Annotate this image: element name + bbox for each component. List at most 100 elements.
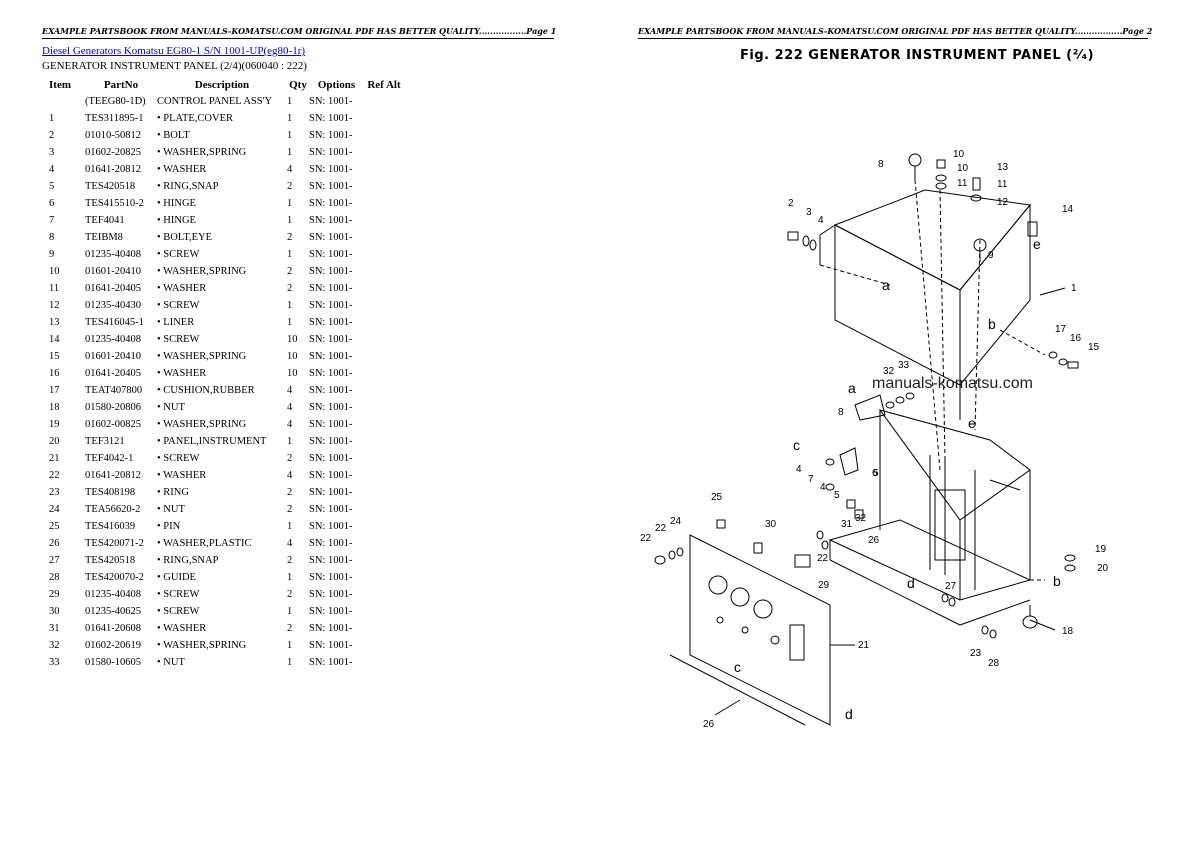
item-number <box>42 93 85 110</box>
ref-letter: b <box>988 316 996 332</box>
part-description: • HINGE <box>157 198 196 209</box>
callout-label: 11 <box>957 178 968 189</box>
part-qty: 1 <box>287 147 293 158</box>
part-number: TEF4042-1 <box>85 453 134 464</box>
part-number: (TEEG80-1D) <box>85 96 146 107</box>
part-description: • SCREW <box>157 249 200 260</box>
part-qty: 10 <box>287 351 298 362</box>
item-number: 15 <box>49 351 60 362</box>
reference-letters: a a b b c c d d e e <box>734 236 1061 722</box>
item-number: 20 <box>49 436 60 447</box>
part-number: 01580-20806 <box>85 402 141 413</box>
part-options: SN: 1001- <box>309 385 353 396</box>
ref-letter: c <box>793 437 800 453</box>
callout-label: 16 <box>1070 333 1082 344</box>
part-options: SN: 1001- <box>309 436 353 447</box>
part-qty: 2 <box>287 555 293 566</box>
part-options: SN: 1001- <box>309 555 353 566</box>
part-number: 01641-20405 <box>85 368 141 379</box>
leader-solid <box>714 287 1066 716</box>
part-description: • SCREW <box>157 334 200 345</box>
part-description: • WASHER,SPRING <box>157 147 247 158</box>
ref-alt-cell <box>364 586 404 603</box>
part-description: • CUSHION,RUBBER <box>157 385 255 396</box>
part-description: • WASHER,PLASTIC <box>157 538 252 549</box>
part-qty: 1 <box>287 198 293 209</box>
part-qty: 4 <box>287 385 293 396</box>
part-number: 01235-40625 <box>85 606 141 617</box>
part-options: SN: 1001- <box>309 419 353 430</box>
part-qty: 10 <box>287 368 298 379</box>
callout-label: 8 <box>838 407 844 418</box>
callout-label: 8 <box>878 159 884 170</box>
part-number: TES416039 <box>85 521 136 532</box>
callout-label: 22 <box>817 553 829 564</box>
item-number: 30 <box>49 606 60 617</box>
callout-label: 14 <box>1062 204 1074 215</box>
part-options: SN: 1001- <box>309 334 353 345</box>
part-options: SN: 1001- <box>309 521 353 532</box>
part-options: SN: 1001- <box>309 96 353 107</box>
part-number: TES420518 <box>85 181 136 192</box>
callout-label: 12 <box>997 197 1009 208</box>
callout-label: 28 <box>988 658 1000 669</box>
exploded-parts-diagram: 1 2 3 4 4 4 5 5 6 7 8 8 9 10 10 11 11 12… <box>640 149 1109 730</box>
part-options: SN: 1001- <box>309 657 353 668</box>
ref-alt-cell <box>364 144 404 161</box>
ref-alt-cell <box>364 603 404 620</box>
part-number: 01641-20812 <box>85 470 141 481</box>
model-link[interactable]: Diesel Generators Komatsu EG80-1 S/N 100… <box>42 45 306 57</box>
part-number: TES311895-1 <box>85 113 144 124</box>
ref-letter: a <box>848 380 856 396</box>
part-number: 01602-20619 <box>85 640 141 651</box>
ref-alt-cell <box>364 161 404 178</box>
part-number: TEA56620-2 <box>85 504 141 515</box>
cover-plate-drawing <box>819 189 1031 387</box>
callout-label: 32 <box>883 366 895 377</box>
ref-alt-cell <box>364 365 404 382</box>
ref-alt-cell <box>364 501 404 518</box>
callout-label: 29 <box>818 580 830 591</box>
callout-label: 33 <box>898 360 910 371</box>
ref-alt-cell <box>364 110 404 127</box>
part-number: TES420518 <box>85 555 136 566</box>
part-options: SN: 1001- <box>309 232 353 243</box>
part-description: • WASHER <box>157 623 207 634</box>
part-qty: 2 <box>287 623 293 634</box>
callout-label: 32 <box>855 513 867 524</box>
item-number: 27 <box>49 555 60 566</box>
callout-label: 24 <box>670 516 682 527</box>
item-number: 16 <box>49 368 60 379</box>
callout-label: 26 <box>868 535 880 546</box>
part-qty: 1 <box>287 215 293 226</box>
part-options: SN: 1001- <box>309 504 353 515</box>
callout-label: 4 <box>818 215 824 226</box>
ref-alt-cell <box>364 178 404 195</box>
ref-alt-cell <box>364 348 404 365</box>
callout-label: 11 <box>997 179 1008 190</box>
part-qty: 1 <box>287 572 293 583</box>
part-qty: 2 <box>287 487 293 498</box>
part-qty: 4 <box>287 470 293 481</box>
part-qty: 1 <box>287 249 293 260</box>
ref-alt-cell <box>364 263 404 280</box>
part-description: • WASHER,SPRING <box>157 419 247 430</box>
part-number: 01010-50812 <box>85 130 141 141</box>
instrument-panel-drawing <box>669 534 831 726</box>
callout-label: 5 <box>834 490 840 501</box>
part-number: TES416045-1 <box>85 317 144 328</box>
